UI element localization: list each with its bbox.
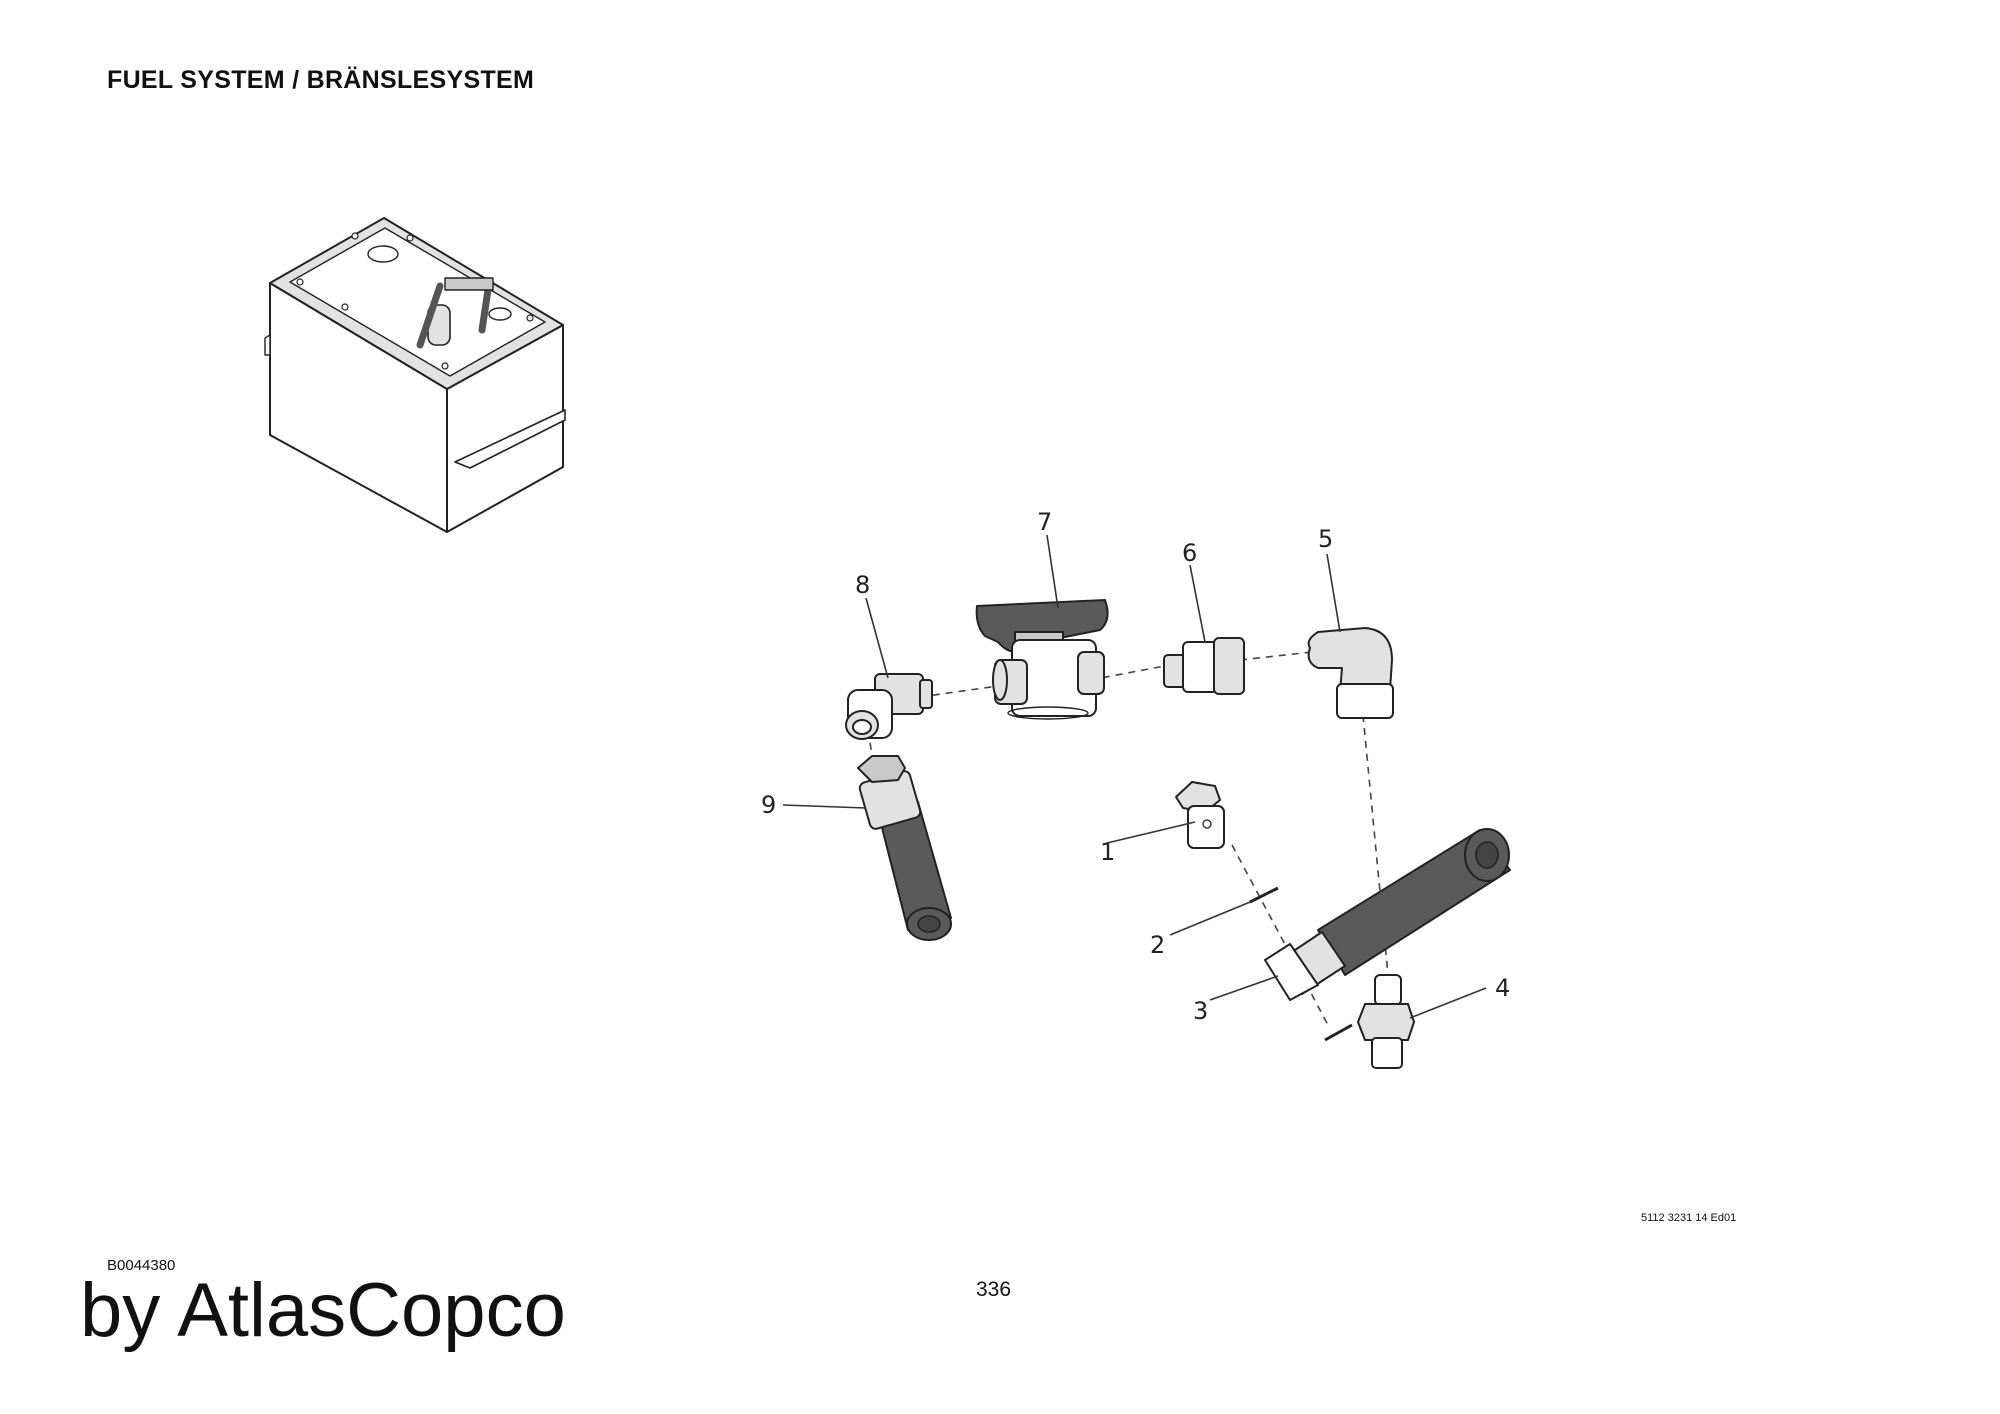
callout-7: 7 bbox=[1037, 508, 1052, 536]
fuel-tank-illustration bbox=[264, 217, 566, 533]
drawing-id: B0044380 bbox=[107, 1257, 176, 1274]
callout-1: 1 bbox=[1100, 838, 1115, 866]
callout-4: 4 bbox=[1495, 974, 1510, 1002]
banjo-bolt-part-1 bbox=[1175, 781, 1225, 849]
union-fitting-part-6 bbox=[1163, 637, 1245, 695]
hose-part-3 bbox=[1264, 828, 1511, 1001]
adapter-part-4 bbox=[1357, 974, 1415, 1069]
brand-signature: by AtlasCopco bbox=[80, 1268, 566, 1353]
callout-9: 9 bbox=[761, 791, 776, 819]
document-code: 5112 3231 14 Ed01 bbox=[1641, 1212, 1737, 1224]
hose-part-9 bbox=[857, 755, 952, 941]
callout-5: 5 bbox=[1318, 525, 1333, 553]
leader-lines bbox=[782, 534, 1487, 1019]
page-number: 336 bbox=[976, 1278, 1012, 1301]
callout-numbers: 1 2 3 4 5 6 7 8 9 bbox=[761, 508, 1510, 1025]
page-title: FUEL SYSTEM / BRÄNSLESYSTEM bbox=[107, 66, 535, 94]
callout-8: 8 bbox=[855, 571, 870, 599]
callout-6: 6 bbox=[1182, 539, 1197, 567]
callout-3: 3 bbox=[1193, 997, 1208, 1025]
elbow-fitting-part-5 bbox=[1307, 627, 1394, 719]
callout-2: 2 bbox=[1150, 931, 1165, 959]
elbow-fitting-part-8 bbox=[845, 673, 933, 740]
ball-valve-part-7 bbox=[975, 599, 1109, 720]
